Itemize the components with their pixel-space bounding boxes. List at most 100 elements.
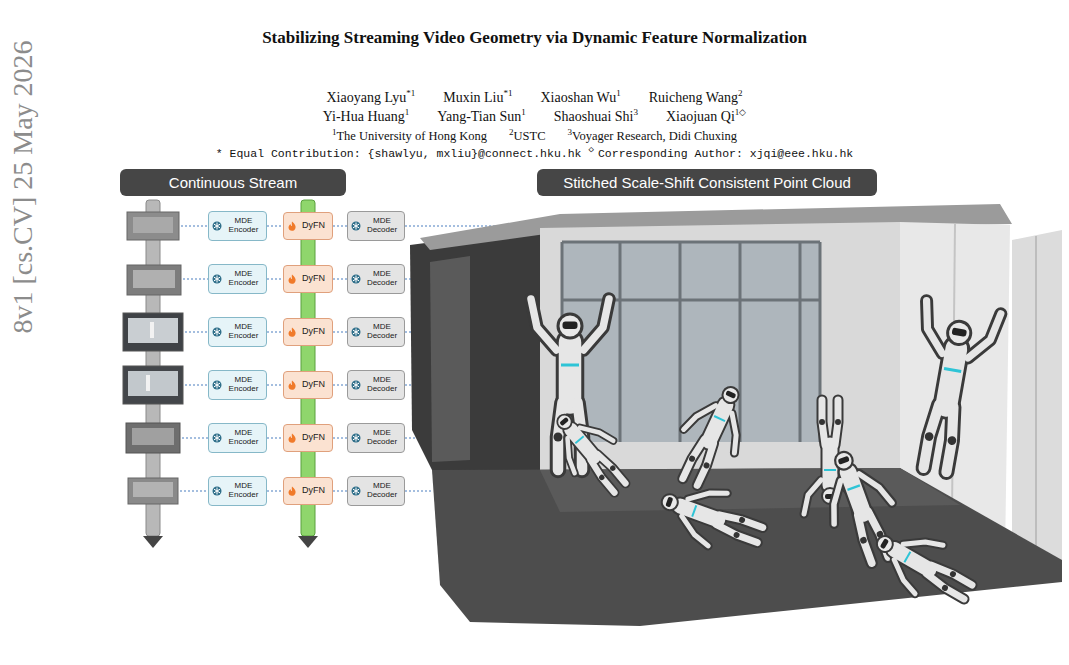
author-name: Xiaoyang Lyu [327, 90, 407, 105]
trainable-icon [287, 486, 297, 496]
dyfn-box: DyFN [283, 318, 333, 346]
trainable-icon [287, 433, 297, 443]
dyfn-box: DyFN [283, 371, 333, 399]
node-label: Stitched Scale-Shift Consistent Point Cl… [563, 174, 851, 192]
dotted-connector [333, 225, 347, 226]
encoder-box: MDE Encoder [208, 423, 267, 453]
frozen-icon [212, 380, 222, 390]
author-name: Yang-Tian Sun [437, 109, 521, 124]
decoder-box: MDE Decoder [347, 264, 405, 294]
frozen-icon [212, 327, 222, 337]
dotted-connector [267, 490, 283, 491]
node-label: DyFN [302, 486, 325, 496]
dotted-connector [267, 437, 283, 438]
trainable-icon [287, 274, 297, 284]
affiliation: The University of Hong Kong [336, 129, 487, 143]
superscript-mark: 1 [521, 107, 526, 117]
superscript-mark: 1 [405, 107, 410, 117]
node-label: MDE Encoder [223, 217, 264, 235]
dotted-connector [267, 331, 283, 332]
frozen-icon [212, 274, 222, 284]
robot-figures [531, 299, 1001, 616]
trainable-icon [287, 221, 297, 231]
dotted-connector [333, 384, 347, 385]
text-line: Yi-Hua Huang1Yang-Tian Sun1Shaoshuai Shi… [0, 108, 1069, 126]
node-label: Continuous Stream [169, 174, 297, 192]
decoder-box: MDE Decoder [347, 423, 405, 453]
node-label: DyFN [302, 380, 325, 390]
node-label: MDE Decoder [362, 270, 402, 288]
node-label: MDE Encoder [223, 270, 264, 288]
decoder-box: MDE Decoder [347, 370, 405, 400]
encoder-box: MDE Encoder [208, 476, 267, 506]
frozen-icon [351, 380, 361, 390]
encoder-box: MDE Encoder [208, 264, 267, 294]
node-label: MDE Decoder [362, 429, 402, 447]
author-name: Xiaoshan Wu [541, 90, 617, 105]
node-label: MDE Encoder [223, 376, 264, 394]
node-label: DyFN [302, 327, 325, 337]
superscript-mark: 1◇ [735, 107, 747, 117]
dotted-connector [267, 384, 283, 385]
title-line: Stabilizing Streaming Video Geometry via… [0, 28, 1069, 48]
section-header: Continuous Stream [120, 169, 346, 196]
encoder-box: MDE Encoder [208, 317, 267, 347]
dyfn-box: DyFN [283, 265, 333, 293]
frozen-icon [212, 433, 222, 443]
superscript-mark: *1 [406, 88, 415, 98]
frame-thumbnails [123, 212, 183, 504]
text-line: * Equal Contribution: {shawlyu, mxliu}@c… [0, 147, 1069, 162]
frozen-icon [212, 486, 222, 496]
superscript-mark: ◇ [589, 145, 594, 155]
contact-note: Corresponding Author: xjqi@eee.hku.hk [598, 147, 853, 160]
dotted-connector [267, 225, 283, 226]
dotted-connector [267, 278, 283, 279]
affiliation: Voyager Research, Didi Chuxing [572, 129, 737, 143]
dyfn-box: DyFN [283, 424, 333, 452]
superscript-mark: 3 [634, 107, 639, 117]
author-name: Muxin Liu [443, 90, 503, 105]
author-name: Yi-Hua Huang [323, 109, 405, 124]
superscript-mark: 2 [509, 127, 514, 137]
node-label: MDE Encoder [223, 482, 264, 500]
superscript-mark: 3 [568, 127, 573, 137]
contact-note: * Equal Contribution: {shawlyu, mxliu}@c… [216, 147, 582, 160]
node-label: DyFN [302, 274, 325, 284]
dotted-connector [333, 490, 347, 491]
dotted-connector [333, 331, 347, 332]
affiliation: USTC [514, 129, 546, 143]
frozen-icon [351, 486, 361, 496]
node-label: MDE Encoder [223, 323, 264, 341]
node-label: DyFN [302, 221, 325, 231]
frozen-icon [351, 433, 361, 443]
superscript-mark: 1 [332, 127, 337, 137]
author-name: Xiaojuan Qi [666, 109, 735, 124]
dotted-connector [333, 278, 347, 279]
dotted-connector [333, 437, 347, 438]
text-line: Xiaoyang Lyu*1Muxin Liu*1Xiaoshan Wu1Rui… [0, 89, 1069, 107]
section-header: Stitched Scale-Shift Consistent Point Cl… [537, 169, 877, 196]
superscript-mark: *1 [504, 88, 513, 98]
dyfn-box: DyFN [283, 477, 333, 505]
paper-title: Stabilizing Streaming Video Geometry via… [262, 28, 807, 47]
frozen-icon [351, 274, 361, 284]
encoder-box: MDE Encoder [208, 211, 267, 241]
node-label: MDE Decoder [362, 482, 402, 500]
arxiv-stamp: 8v1 [cs.CV] 25 May 2026 [8, 40, 36, 333]
node-label: MDE Decoder [362, 376, 402, 394]
node-label: MDE Decoder [362, 323, 402, 341]
node-label: DyFN [302, 433, 325, 443]
trainable-icon [287, 380, 297, 390]
decoder-box: MDE Decoder [347, 211, 405, 241]
decoder-box: MDE Decoder [347, 317, 405, 347]
frozen-icon [212, 221, 222, 231]
author-name: Shaoshuai Shi [554, 109, 634, 124]
author-name: Ruicheng Wang [649, 90, 738, 105]
dyfn-box: DyFN [283, 212, 333, 240]
point-cloud-room [410, 204, 1062, 626]
superscript-mark: 1 [616, 88, 621, 98]
